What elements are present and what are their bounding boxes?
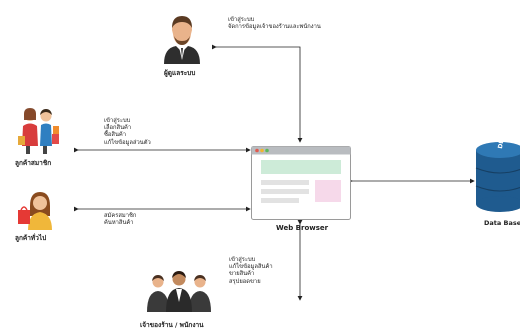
admin-flow-text: เข้าสู่ระบบจัดการข้อมูลเจ้าของร้านและพนั… xyxy=(228,17,321,31)
staff-flow-item: ขายสินค้า xyxy=(229,271,255,278)
staff-group-icon xyxy=(147,271,211,312)
member-flow-item: เข้าสู่ระบบ xyxy=(104,118,131,124)
staff-flow-item: สรุปยอดขาย xyxy=(229,278,261,285)
database-label: Data Base xyxy=(484,219,520,227)
member-flow-item: ซื้อสินค้า xyxy=(104,132,127,139)
general-flow-item: สมัครสมาชิก xyxy=(104,213,137,219)
admin-flow-item: เข้าสู่ระบบ xyxy=(228,17,255,23)
admin-flow-item: จัดการข้อมูลเจ้าของร้านและพนักงาน xyxy=(228,24,321,31)
member-label: ลูกค้าสมาชิก xyxy=(15,159,52,167)
member-customer-icon xyxy=(18,108,59,154)
general-flow-item: ค้นหาสินค้า xyxy=(104,220,134,227)
admin-label: ผู้ดูแลระบบ xyxy=(164,69,196,77)
staff-flow-text: เข้าสู่ระบบแก้ไขข้อมูลสินค้าขายสินค้าสรุ… xyxy=(229,257,273,286)
staff-flow-item: เข้าสู่ระบบ xyxy=(229,257,256,263)
admin-avatar-icon xyxy=(164,16,200,64)
member-flow-item: แก้ไขข้อมูลส่วนตัว xyxy=(104,139,151,146)
staff-flow-item: แก้ไขข้อมูลสินค้า xyxy=(229,264,273,271)
staff-label: เจ้าของร้าน / พนักงาน xyxy=(140,321,204,329)
arrow-admin-browser xyxy=(212,44,303,143)
browser-label: Web Browser xyxy=(276,224,329,232)
general-flow-text: สมัครสมาชิกค้นหาสินค้า xyxy=(104,213,136,227)
web-browser-icon xyxy=(251,146,351,220)
general-customer-icon xyxy=(18,192,52,230)
database-icon xyxy=(475,142,520,212)
general-label: ลูกค้าทั่วไป xyxy=(15,234,47,242)
member-flow-text: เข้าสู่ระบบเลือกสินค้าซื้อสินค้าแก้ไขข้อ… xyxy=(104,118,151,147)
member-flow-item: เลือกสินค้า xyxy=(104,125,132,132)
